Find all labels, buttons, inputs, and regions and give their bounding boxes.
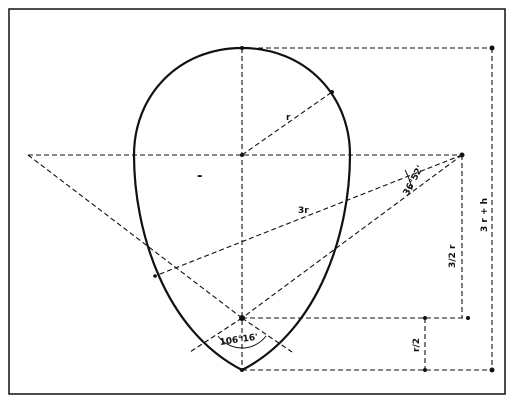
dim-tick-half-r-top xyxy=(423,316,427,320)
angle-arc-top xyxy=(404,169,413,191)
diagram-frame xyxy=(8,8,506,395)
three-half-r-label: 3/2 r xyxy=(448,244,458,268)
three-r-line xyxy=(154,154,463,277)
minus-label: - xyxy=(197,169,202,184)
radius-end-point xyxy=(330,90,334,94)
half-r-label: r/2 xyxy=(412,338,422,352)
left-intersection-point xyxy=(153,274,157,278)
right-construction-line xyxy=(241,154,463,319)
total-height-label: 3 r + h xyxy=(480,198,490,232)
radius-line xyxy=(241,91,333,156)
lower-chord-left xyxy=(189,317,243,353)
radius-label: r xyxy=(286,113,291,123)
right-focus-point xyxy=(459,152,465,158)
dim-tick-lower-center xyxy=(466,316,470,320)
lower-chord-right xyxy=(241,317,293,353)
angle-top-label: 36°52' xyxy=(402,164,426,197)
dim-tick-half-r-bottom xyxy=(423,368,427,372)
lower-center-point xyxy=(239,315,245,321)
top-point xyxy=(240,46,244,50)
angle-arc-bottom xyxy=(217,335,267,349)
center-point xyxy=(240,153,244,157)
three-r-label: 3r xyxy=(298,206,309,216)
left-construction-line xyxy=(27,154,243,319)
dim-tick-top xyxy=(489,45,495,51)
dim-tick-bottom xyxy=(489,367,495,373)
bottom-point xyxy=(240,368,244,372)
